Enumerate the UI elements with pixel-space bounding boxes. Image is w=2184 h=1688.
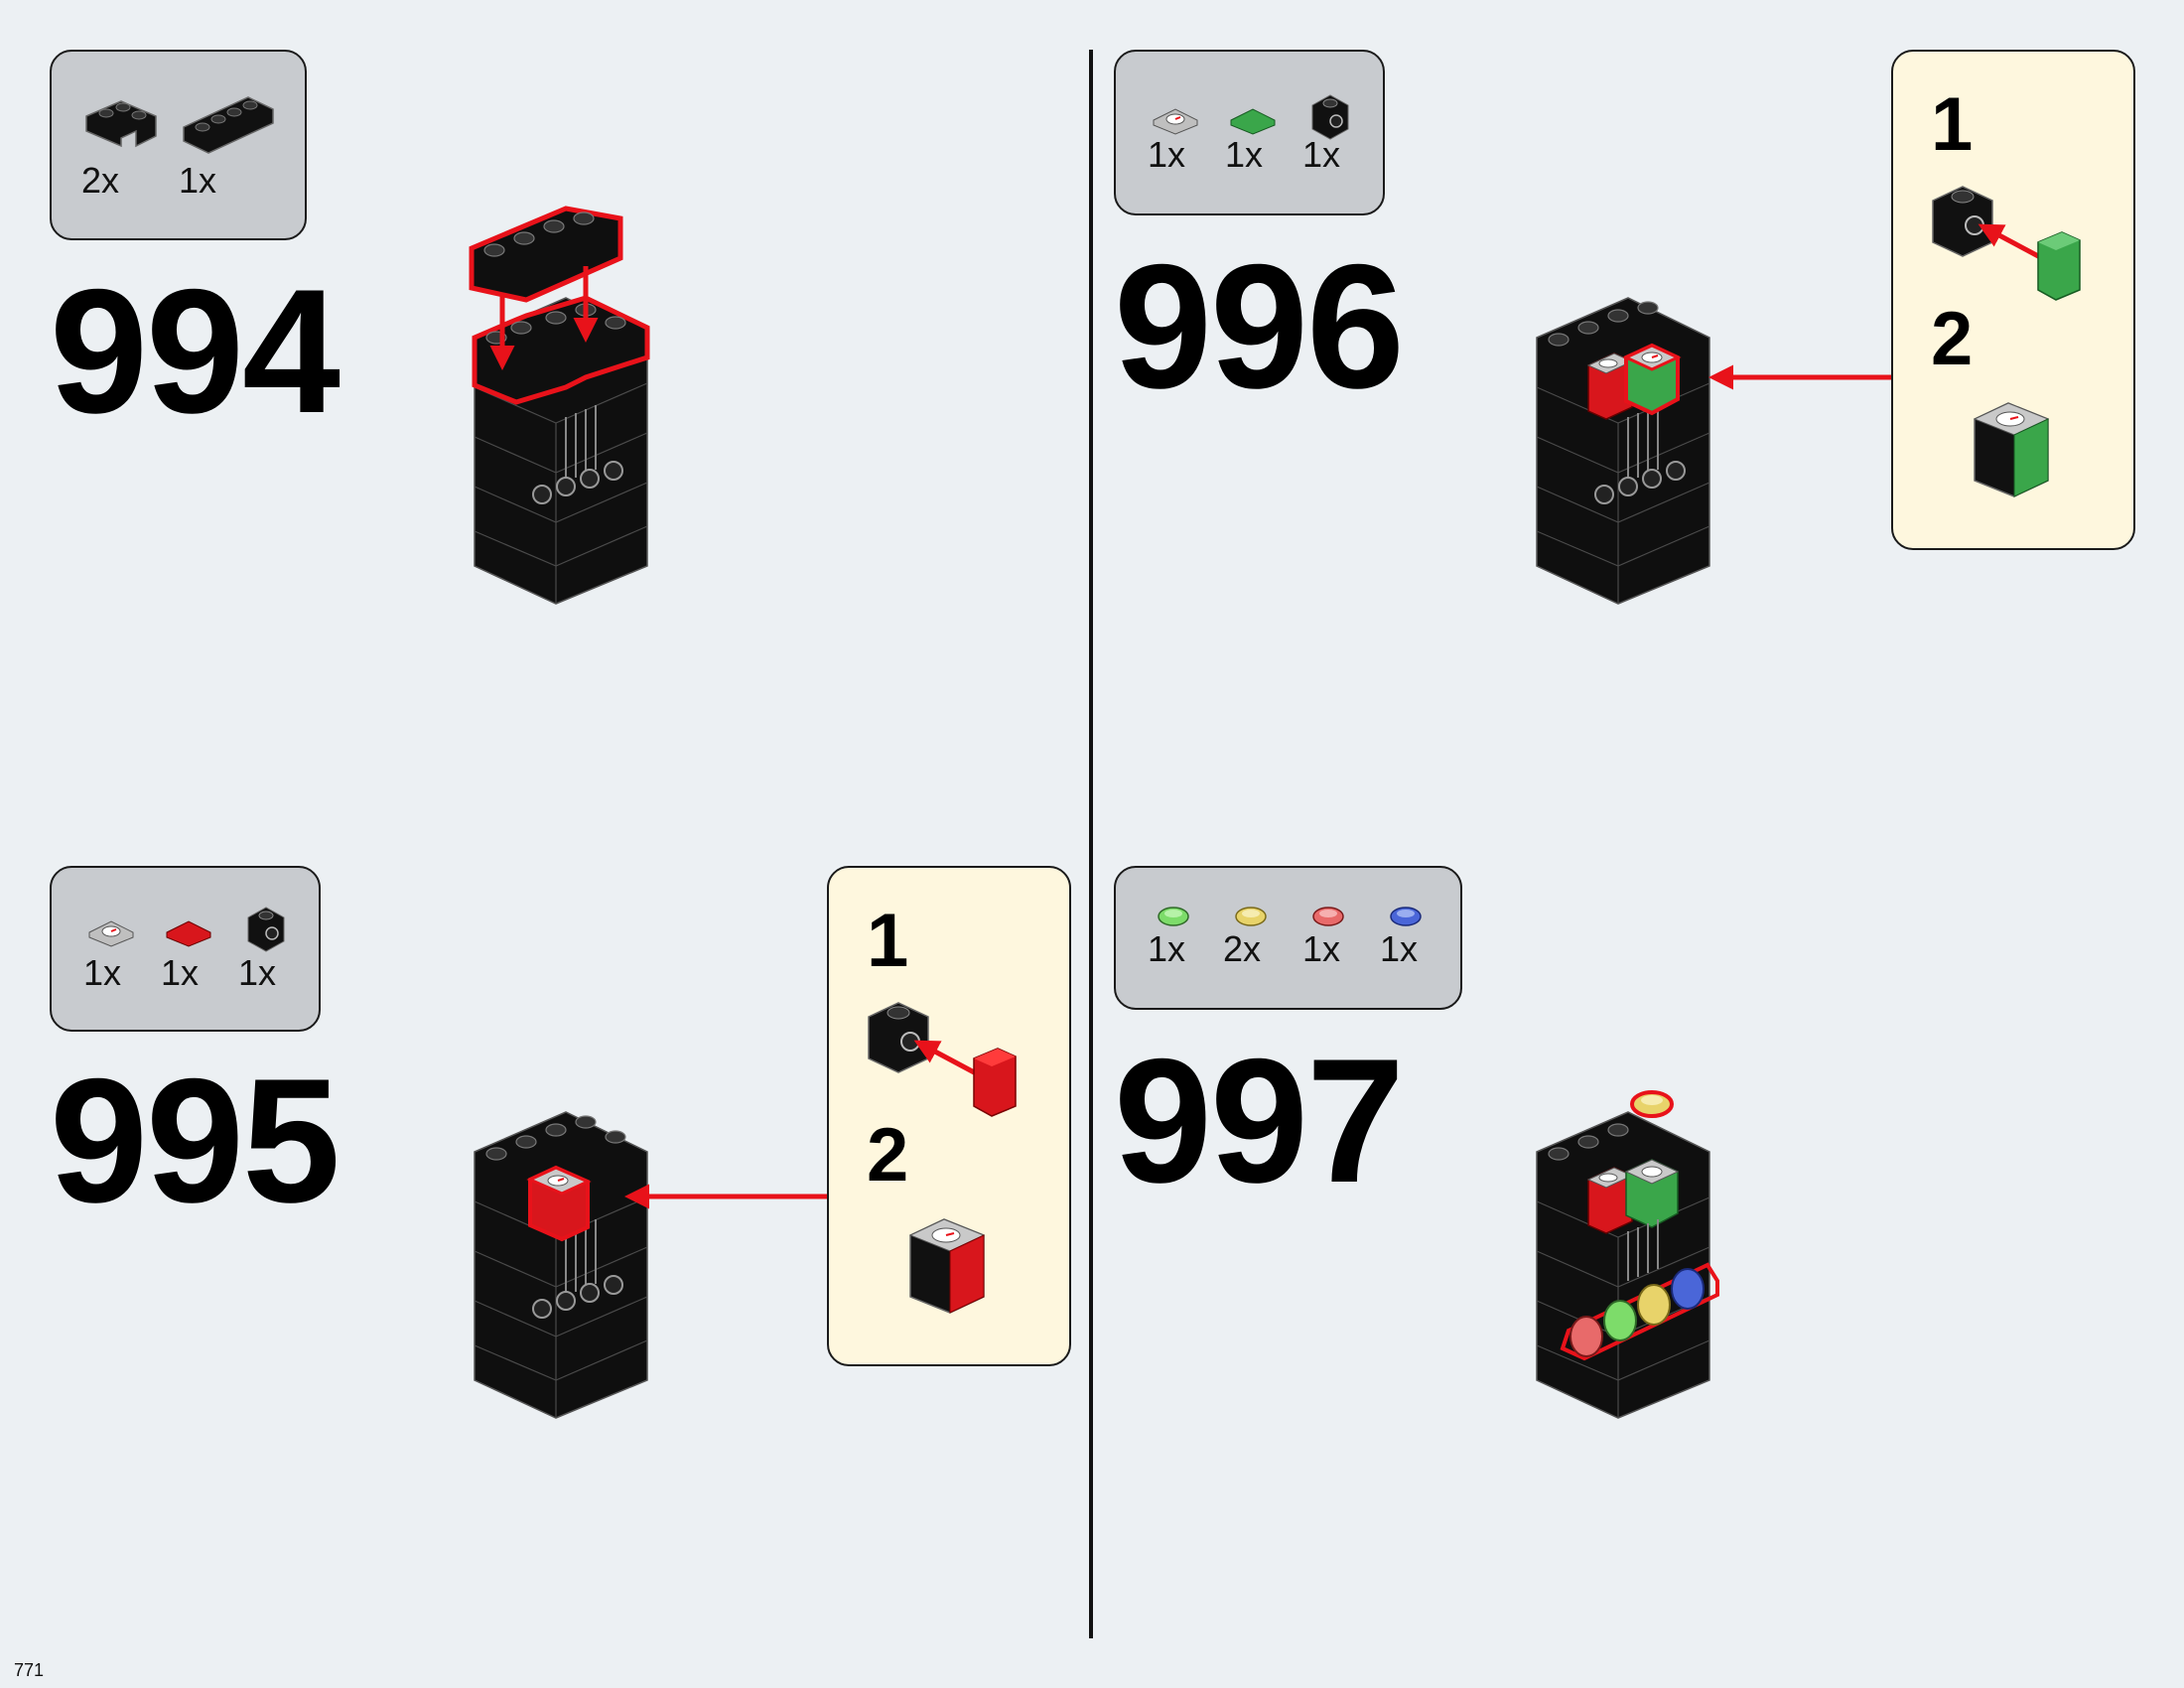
round-tile-green-icon — [1158, 907, 1189, 926]
part-qty: 1x — [179, 160, 217, 201]
assembly-model-996 — [1536, 297, 1710, 605]
sub-assembly-callout-995: 1 2 — [827, 866, 1071, 1366]
gauge-tile-icon — [88, 920, 134, 947]
step-number: 994 — [50, 252, 341, 450]
parts-list-994: 2x 1x — [50, 50, 307, 240]
parts-list-997: 1x 2x 1x 1x — [1114, 866, 1462, 1010]
brick-1x4-icon — [183, 96, 274, 154]
round-tile-blue-icon — [1390, 907, 1422, 926]
part-qty: 1x — [1380, 928, 1419, 969]
sub-assembly-callout-996: 1 2 — [1891, 50, 2135, 550]
assembly-model-997 — [1536, 1090, 1719, 1419]
part-qty: 2x — [1223, 928, 1262, 969]
substep-1-art — [868, 1002, 1017, 1117]
parts-list-995: 1x 1x 1x — [50, 866, 321, 1032]
parts-list-996: 1x 1x 1x — [1114, 50, 1385, 215]
part-qty: 1x — [161, 952, 200, 993]
headlight-brick-icon — [1311, 94, 1349, 140]
round-tile-yellow-icon — [1235, 907, 1267, 926]
corner-brick-icon — [85, 100, 157, 148]
substep-number: 2 — [1931, 297, 1974, 381]
substep-number: 1 — [867, 899, 909, 983]
assembly-model-995 — [474, 1111, 648, 1419]
part-qty: 1x — [1225, 134, 1264, 175]
callout-arrow-995 — [624, 1184, 828, 1209]
page-number: 771 — [14, 1660, 45, 1680]
part-qty: 1x — [238, 952, 277, 993]
green-tile-icon — [1230, 108, 1276, 135]
assembly-model-994 — [469, 206, 650, 605]
substep-number: 1 — [1931, 82, 1974, 167]
headlight-brick-icon — [247, 907, 285, 952]
part-qty: 2x — [81, 160, 120, 201]
red-tile-icon — [166, 920, 211, 947]
part-qty: 1x — [1148, 928, 1186, 969]
part-qty: 1x — [83, 952, 122, 993]
substep-1-art — [1932, 186, 2081, 301]
step-number: 996 — [1114, 227, 1405, 425]
substep-2-art — [1973, 402, 2050, 497]
part-qty: 1x — [1148, 134, 1186, 175]
callout-arrow-996 — [1708, 364, 1892, 390]
substep-number: 2 — [867, 1113, 909, 1197]
part-qty: 1x — [1302, 134, 1341, 175]
step-number: 997 — [1114, 1022, 1405, 1219]
column-divider — [1089, 50, 1093, 1638]
part-qty: 1x — [1302, 928, 1341, 969]
substep-2-art — [908, 1218, 986, 1314]
step-number: 995 — [50, 1042, 341, 1239]
round-tile-red-icon — [1312, 907, 1344, 926]
gauge-tile-icon — [1153, 108, 1198, 135]
